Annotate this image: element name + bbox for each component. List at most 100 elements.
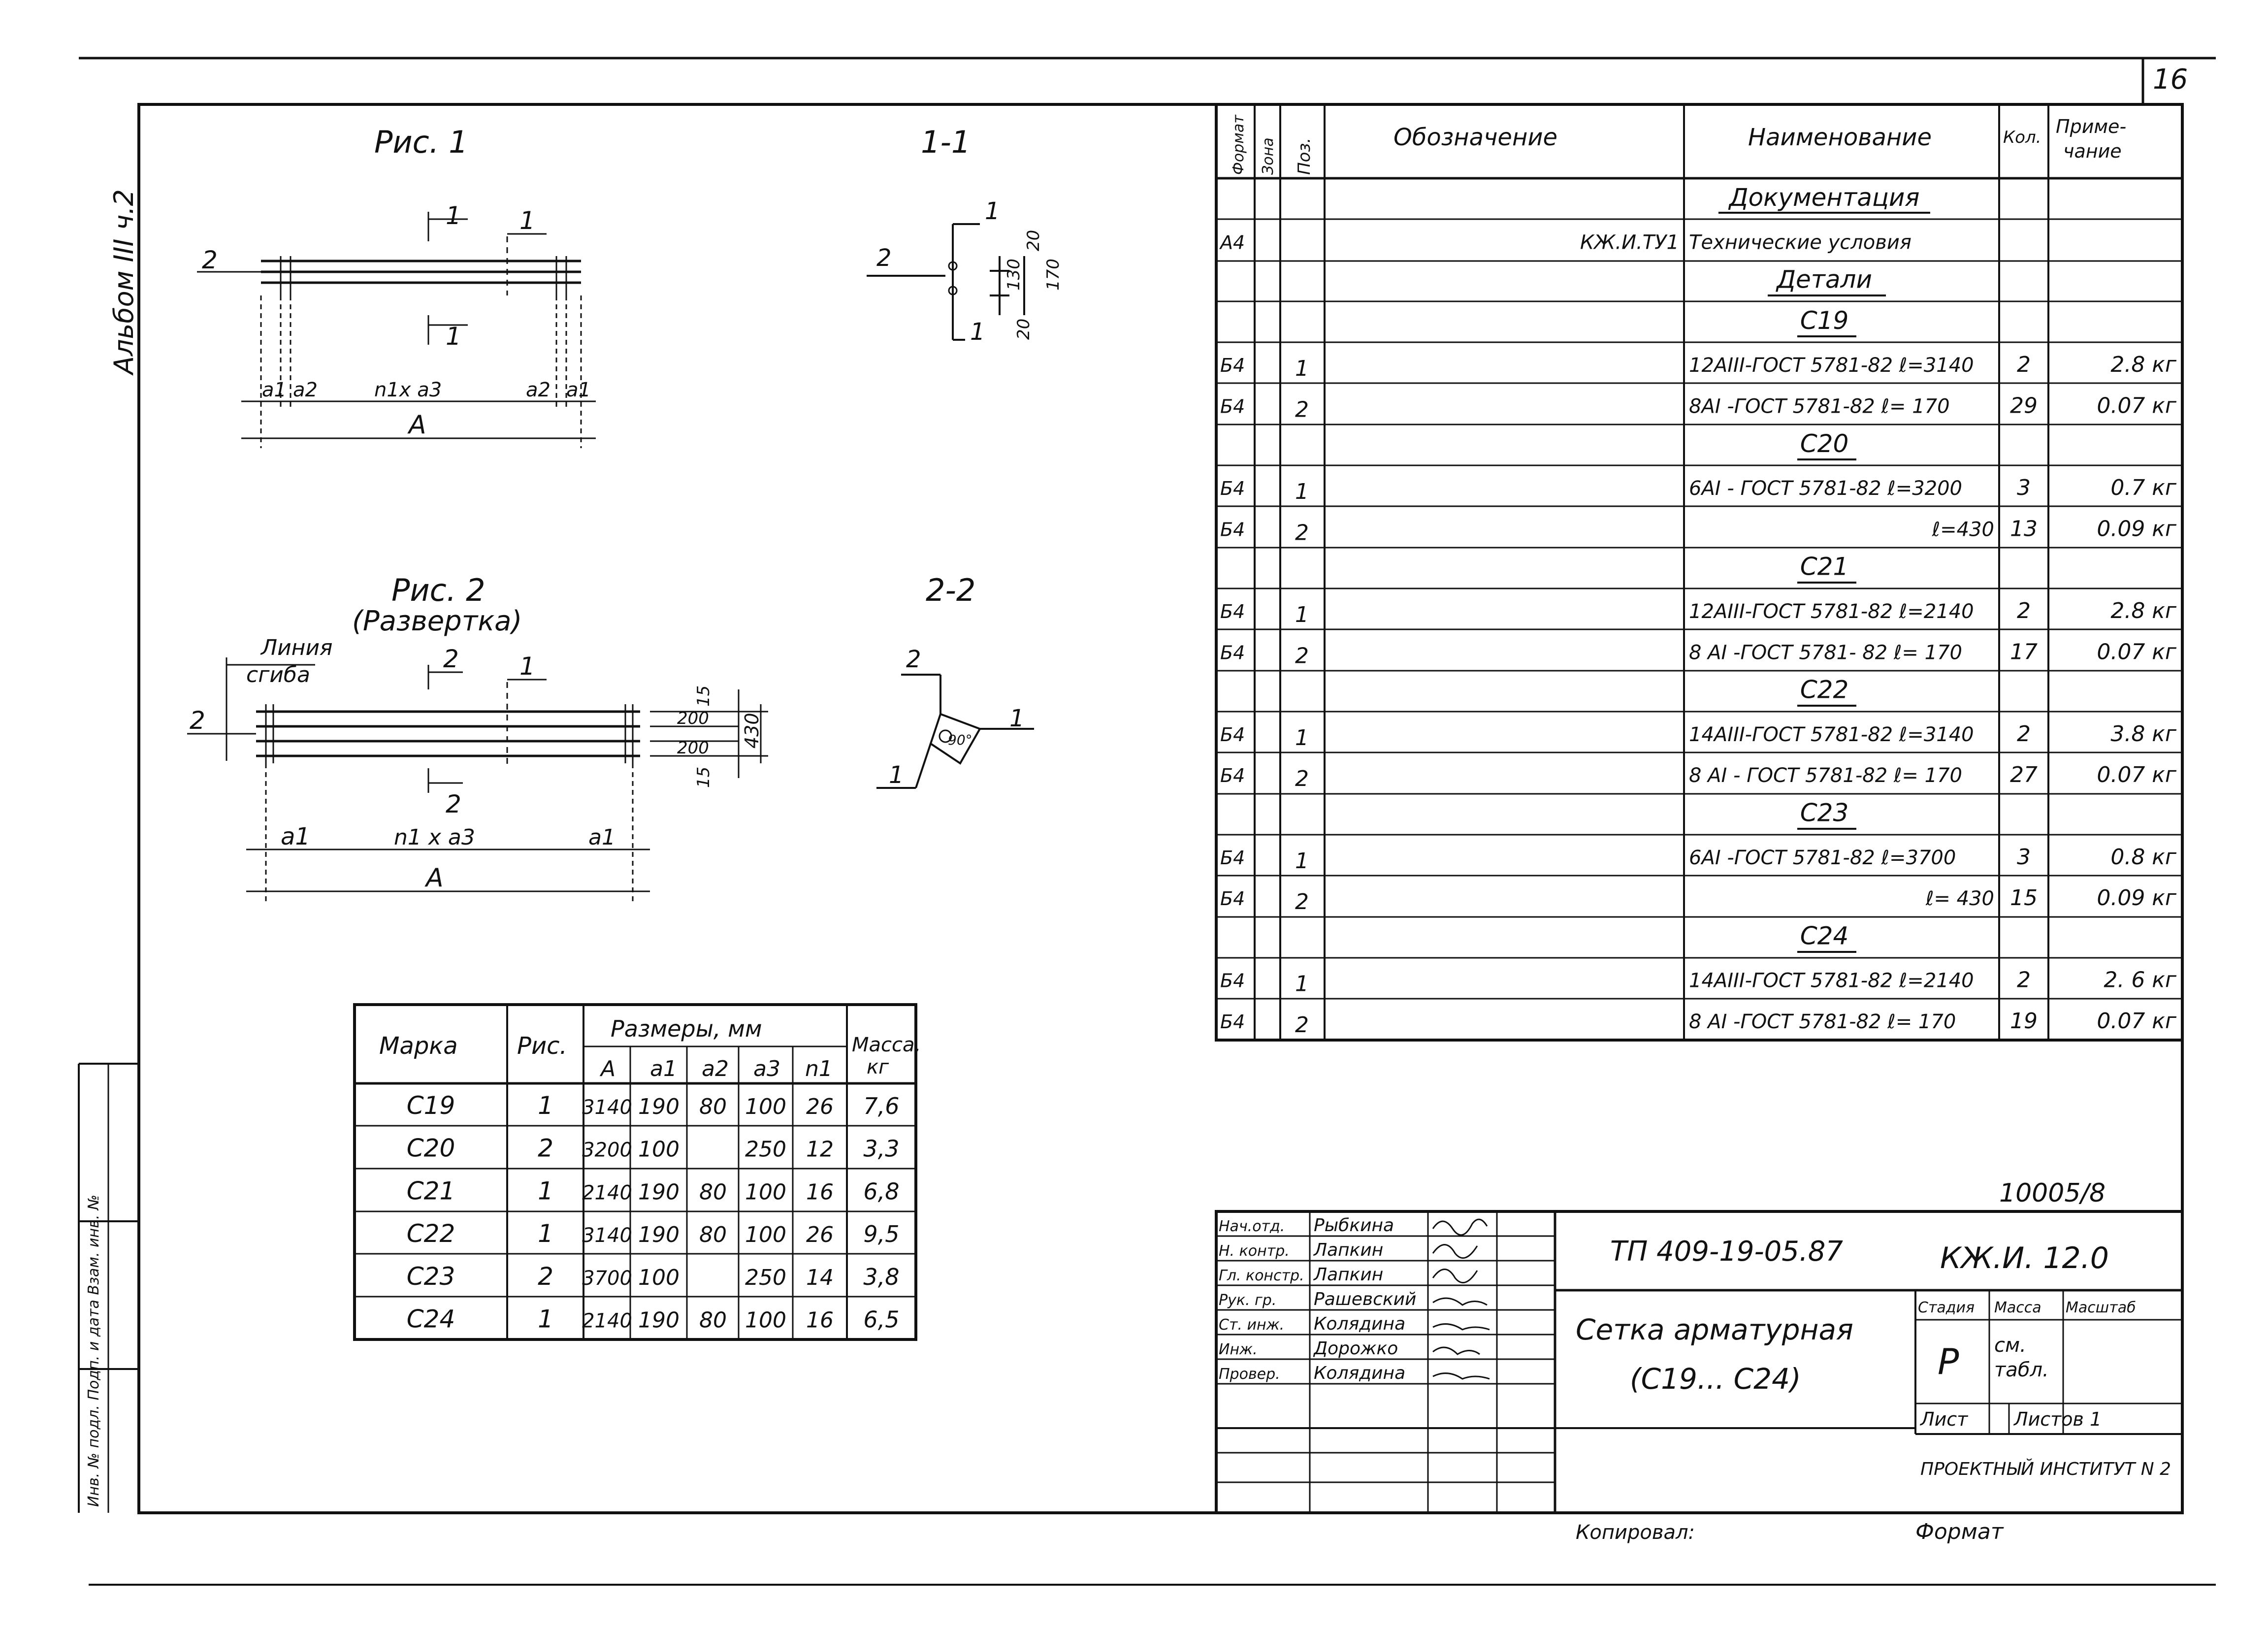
fig2-dim-n1a3: n1 x a3 xyxy=(394,825,475,850)
fig2-dim-430: 430 xyxy=(741,713,763,749)
fig1-dim-A: A xyxy=(407,410,426,440)
mark-row-fig: 1 xyxy=(538,1176,553,1205)
mark-row-a3: 100 xyxy=(745,1222,786,1247)
person-role: Рук. гр. xyxy=(1219,1292,1276,1309)
spec-row-qty: 19 xyxy=(2010,1009,2038,1034)
spec-row-name: 8 АI -ГОСТ 5781- 82 ℓ= 170 xyxy=(1689,641,1962,664)
section11-dim-170: 170 xyxy=(1043,259,1063,291)
mark-row-a2: 80 xyxy=(699,1179,727,1205)
fig2-bend-line-1: Линия xyxy=(260,635,333,660)
title-line2: (С19... С24) xyxy=(1630,1362,1801,1396)
spec-header-pos: Поз. xyxy=(1295,138,1314,175)
signatures xyxy=(1432,1218,1490,1380)
mark-row-a2: 80 xyxy=(699,1222,727,1247)
spec-row-qty: 27 xyxy=(2010,762,2038,787)
mark-row-mass: 3,8 xyxy=(863,1264,899,1290)
person-role: Ст. инж. xyxy=(1219,1316,1284,1334)
sheet-number: 16 xyxy=(2153,64,2188,96)
spec-row-heading: С22 xyxy=(1800,676,1849,704)
spec-row-note: 3.8 кг xyxy=(2110,721,2177,747)
spec-row-name: 14АIII-ГОСТ 5781-82 ℓ=2140 xyxy=(1689,970,1974,992)
mark-header-a3: a3 xyxy=(753,1056,780,1081)
mark-row-a1: 100 xyxy=(638,1137,680,1162)
fig1-dim-a1-left: a1 xyxy=(262,379,287,401)
mark-row-mass: 9,5 xyxy=(863,1221,899,1247)
mark-header-dims: Размеры, мм xyxy=(611,1015,762,1042)
mark-row-a3: 250 xyxy=(745,1265,786,1290)
footer-format: Формат xyxy=(1915,1519,2004,1544)
person-role: Провер. xyxy=(1219,1366,1280,1383)
fig2-pos1-label: 1 xyxy=(519,652,535,681)
footer-copied: Копировал: xyxy=(1576,1521,1695,1544)
spec-row-heading: С19 xyxy=(1800,306,1849,335)
spec-row-qty: 17 xyxy=(2010,639,2038,664)
spec-row-qty: 3 xyxy=(2017,475,2031,500)
mark-row-fig: 1 xyxy=(538,1305,553,1334)
mark-header-mark: Марка xyxy=(379,1032,458,1060)
spec-row-name: 8 АI -ГОСТ 5781-82 ℓ= 170 xyxy=(1689,1011,1956,1033)
spec-row-heading: Документация xyxy=(1728,183,1920,212)
mark-row-mark: С24 xyxy=(407,1305,455,1334)
spec-row-format: Б4 xyxy=(1220,601,1245,622)
spec-row-pos: 2 xyxy=(1295,643,1309,668)
mark-row-mass: 3,3 xyxy=(863,1136,899,1162)
fig2-dim-200-b: 200 xyxy=(677,738,709,758)
fig1-dim-a1-right: a1 xyxy=(566,379,591,401)
spec-header-note-1: Приме- xyxy=(2056,116,2126,137)
spec-row-note: 0.07 кг xyxy=(2097,762,2177,787)
spec-row-note: 0.8 кг xyxy=(2110,845,2177,870)
mark-row-A: 3700 xyxy=(582,1267,632,1290)
mark-header-A: A xyxy=(599,1056,616,1081)
section11-pos1-top: 1 xyxy=(985,197,1000,225)
spec-row-format: Б4 xyxy=(1220,396,1245,418)
spec-row-pos: 1 xyxy=(1295,356,1309,381)
section11-dim-20-bottom: 20 xyxy=(1014,319,1034,340)
spec-row-qty: 2 xyxy=(2017,598,2031,623)
spec-row-note: 2.8 кг xyxy=(2110,598,2177,623)
title-mark: КЖ.И. 12.0 xyxy=(1940,1241,2109,1275)
spec-row-format: Б4 xyxy=(1220,355,1245,376)
spec-header-name: Наименование xyxy=(1748,124,1932,151)
person-name: Колядина xyxy=(1314,1314,1405,1334)
spec-row-heading: С21 xyxy=(1800,553,1849,581)
title-stage-value: Р xyxy=(1938,1341,1959,1382)
spec-row-pos: 1 xyxy=(1295,848,1309,874)
person-name: Дорожко xyxy=(1313,1338,1398,1359)
mark-row-a2: 80 xyxy=(699,1308,727,1333)
section22-pos1-left: 1 xyxy=(889,761,904,789)
fig1-pos2-label: 2 xyxy=(202,246,218,274)
mark-row-a3: 250 xyxy=(745,1137,786,1162)
section22-angle: 90° xyxy=(948,732,972,748)
spec-row-pos: 1 xyxy=(1295,725,1309,750)
mark-row-A: 2140 xyxy=(582,1310,632,1333)
mark-row-A: 3200 xyxy=(582,1139,632,1162)
person-role: Н. контр. xyxy=(1219,1242,1290,1260)
mark-row-mass: 7,6 xyxy=(863,1093,899,1119)
fig1-dim-a2-left: a2 xyxy=(293,379,318,401)
spec-row-qty: 2 xyxy=(2017,352,2031,377)
spec-row-name: 6АI - ГОСТ 5781-82 ℓ=3200 xyxy=(1689,477,1962,500)
spec-row-note: 0.09 кг xyxy=(2097,885,2177,911)
spec-row-pos: 1 xyxy=(1295,972,1309,997)
spec-header-zone: Зона xyxy=(1260,137,1277,175)
mark-row-a3: 100 xyxy=(745,1308,786,1333)
person-name: Лапкин xyxy=(1313,1265,1383,1285)
fig1-dim-n1a3: n1x a3 xyxy=(374,379,442,401)
title-line1: Сетка арматурная xyxy=(1576,1313,1853,1346)
spec-row-note: 0.07 кг xyxy=(2097,1009,2177,1034)
spec-row-pos: 2 xyxy=(1295,520,1309,545)
spec-row-qty: 3 xyxy=(2017,845,2031,870)
fig2-section-mark-top: 2 xyxy=(443,645,459,673)
spec-row-format: Б4 xyxy=(1220,642,1245,663)
spec-row-heading: Детали xyxy=(1776,265,1872,294)
spec-row-note: 0.09 кг xyxy=(2097,516,2177,541)
section22-pos2: 2 xyxy=(906,646,921,673)
mark-row-a3: 100 xyxy=(745,1179,786,1205)
mark-row-a1: 190 xyxy=(638,1179,680,1205)
fig2-bend-line-2: сгиба xyxy=(246,662,310,687)
person-name: Рыбкина xyxy=(1314,1215,1394,1236)
spec-row-format: Б4 xyxy=(1220,519,1245,540)
spec-row-format: Б4 xyxy=(1220,970,1245,992)
person-name: Колядина xyxy=(1314,1363,1405,1383)
